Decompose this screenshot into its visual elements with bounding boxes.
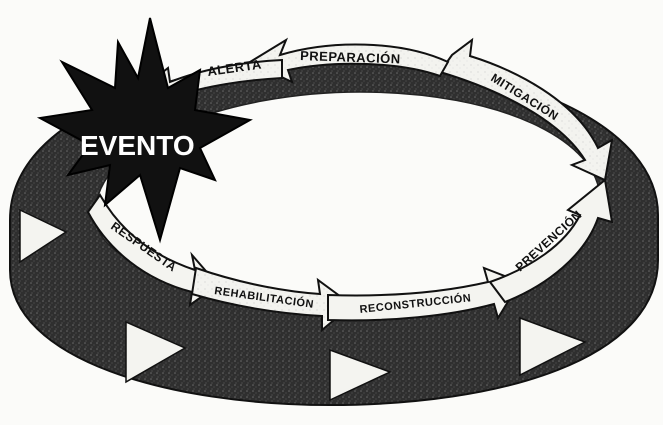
rim-triangles — [19, 208, 587, 402]
event-starburst — [36, 17, 253, 244]
rim-triangle-left — [19, 208, 68, 264]
rim-triangle-2 — [329, 348, 392, 402]
rim-triangle-3 — [519, 316, 587, 377]
bottom-arrows — [86, 178, 614, 333]
event-label: EVENTO — [80, 130, 195, 161]
phase-label-preparacion: PREPARACIÓN — [300, 48, 401, 67]
rim-triangle-1 — [125, 320, 187, 384]
prevencion-arrow — [488, 178, 614, 304]
